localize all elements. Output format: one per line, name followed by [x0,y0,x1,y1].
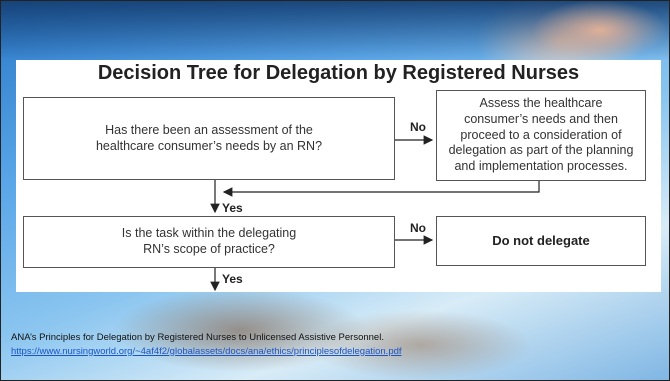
question-assessment-text: Has there been an assessment of the heal… [95,122,323,153]
footer-citation: ANA’s Principles for Delegation by Regis… [11,331,402,359]
decision-tree-diagram: Decision Tree for Delegation by Register… [16,60,661,292]
background-hand-image [470,0,670,60]
citation-link[interactable]: https://www.nursingworld.org/~4af4f2/glo… [11,345,402,357]
question-scope-box: Is the task within the delegating RN’s s… [23,216,395,268]
assess-needs-box: Assess the healthcare consumer’s needs a… [436,90,646,181]
question-scope-text: Is the task within the delegating RN’s s… [121,226,297,256]
citation-text: ANA’s Principles for Delegation by Regis… [11,332,384,343]
connector-lines [210,135,540,292]
question-assessment-box: Has there been an assessment of the heal… [23,97,395,180]
label-no-1: No [410,120,426,134]
do-not-delegate-box: Do not delegate [436,216,646,266]
do-not-delegate-text: Do not delegate [492,232,590,248]
label-yes-1: Yes [222,201,243,215]
assess-needs-text: Assess the healthcare consumer’s needs a… [448,96,634,173]
return-line [222,181,540,197]
label-yes-2: Yes [222,272,243,286]
label-no-2: No [410,221,426,235]
diagram-title: Decision Tree for Delegation by Register… [97,62,580,84]
